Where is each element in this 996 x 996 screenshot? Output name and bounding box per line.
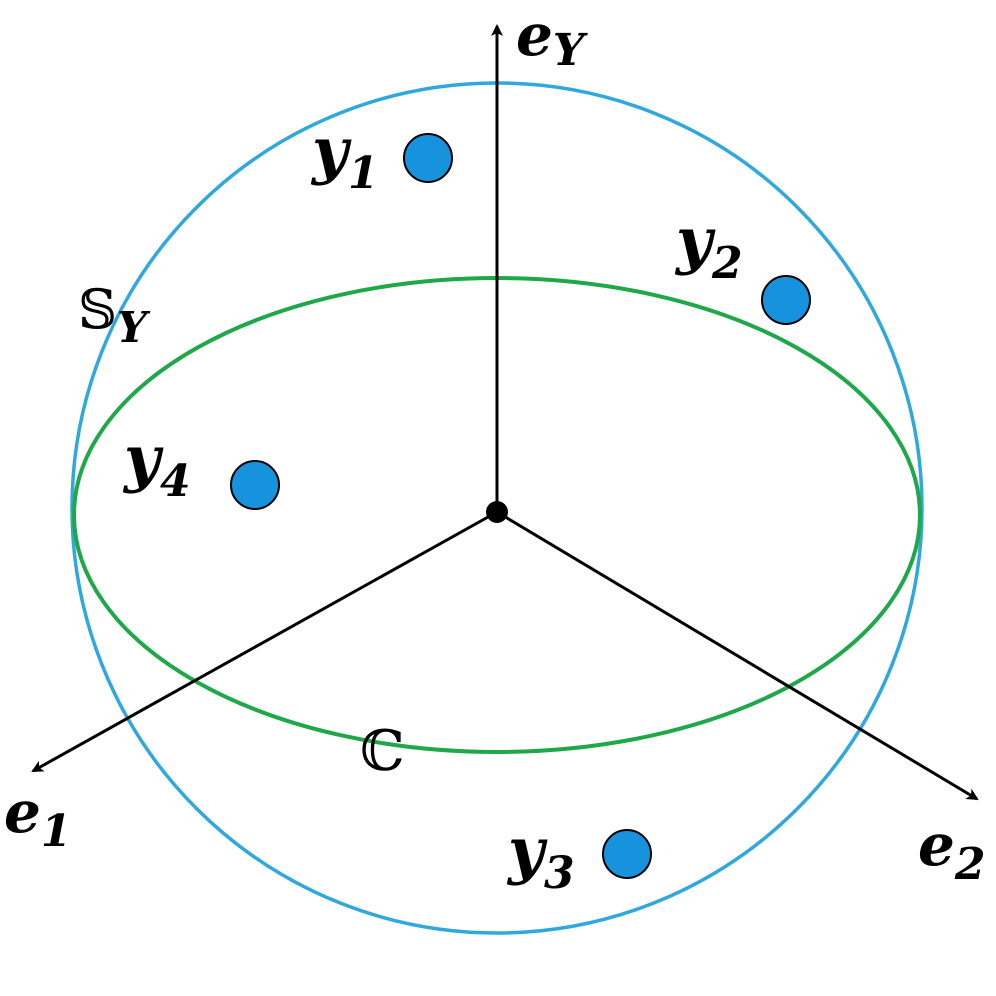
- label-e1: e1: [4, 778, 72, 857]
- label-y1: y1: [310, 114, 379, 199]
- axis-e1: [31, 510, 498, 773]
- point-y1: [403, 133, 453, 183]
- label-y2: y2: [674, 204, 743, 289]
- point-y2: [761, 275, 811, 325]
- label-eY: eY: [516, 1, 588, 76]
- origin-point: [486, 501, 508, 523]
- label-y4: y4: [122, 422, 191, 507]
- point-y4: [230, 460, 280, 510]
- label-y3: y3: [506, 814, 575, 899]
- point-y3: [602, 829, 652, 879]
- label-equator: ℂ: [360, 719, 405, 784]
- label-sphere: 𝕊Y: [78, 278, 151, 352]
- label-e2: e2: [918, 811, 986, 890]
- axis-e2: [496, 510, 979, 801]
